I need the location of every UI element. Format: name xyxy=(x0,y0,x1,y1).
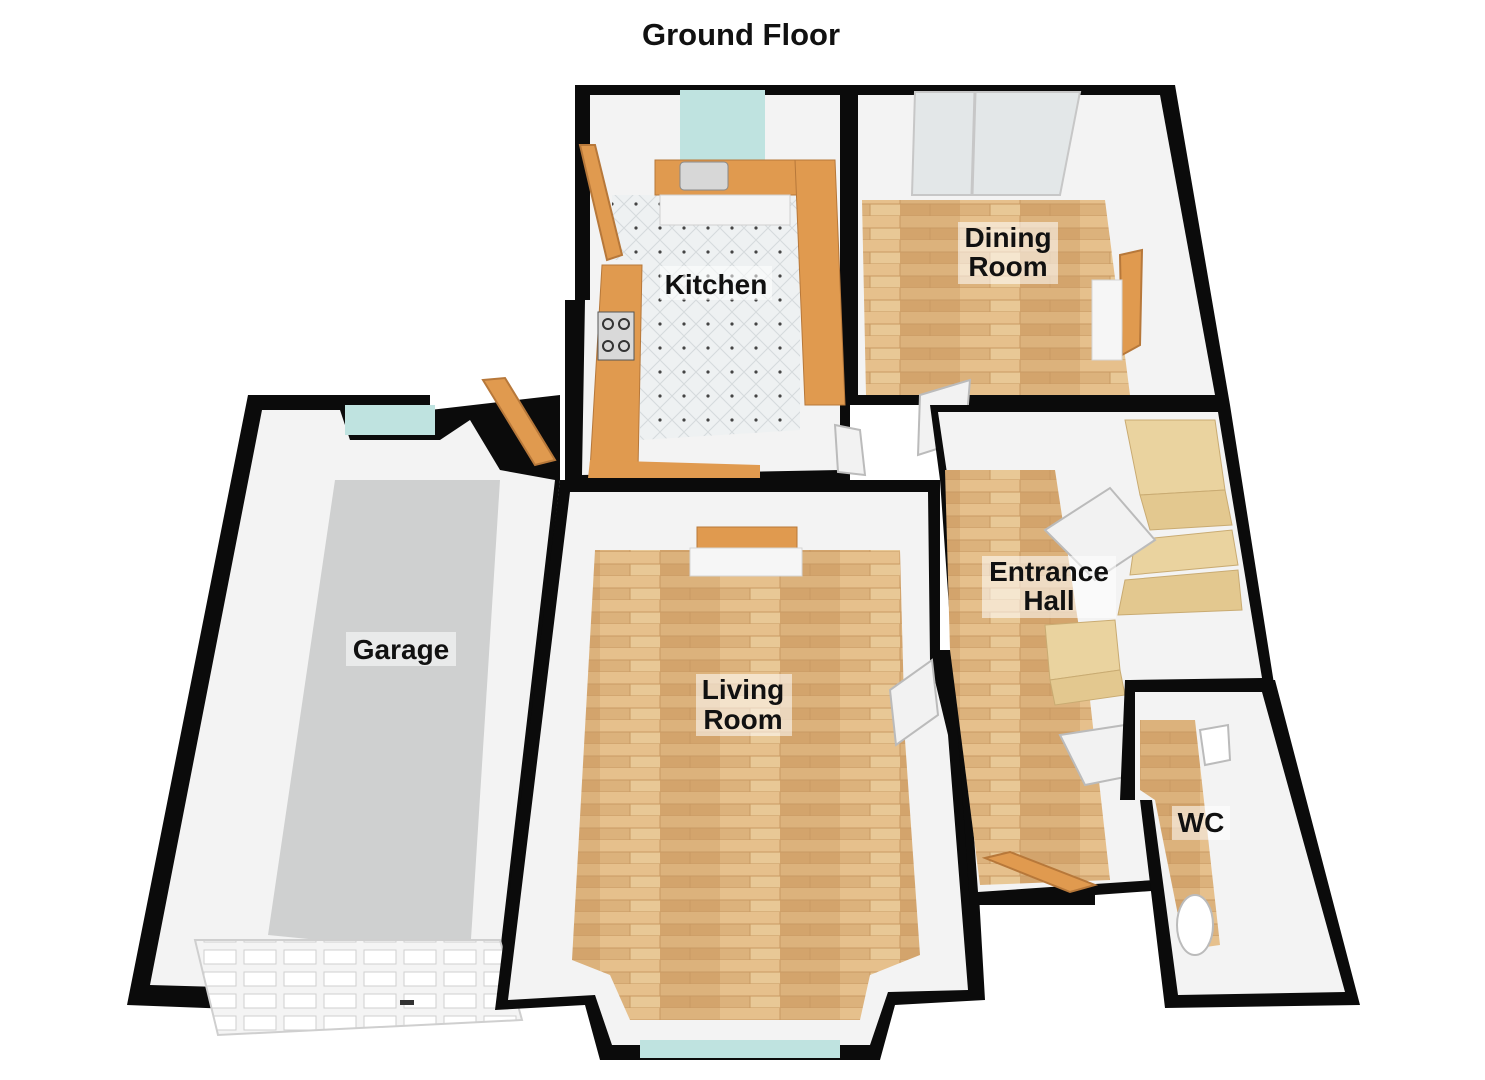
garage-door xyxy=(193,939,524,1037)
garage-floor xyxy=(268,480,500,955)
entrance-label-line-1: Entrance xyxy=(989,556,1109,587)
wc-label: WC xyxy=(1178,807,1225,838)
room-label-wc: WC xyxy=(1172,806,1230,840)
hearth xyxy=(1091,279,1123,361)
garage-window xyxy=(345,405,435,435)
garage xyxy=(127,376,560,1037)
garage-door-handle xyxy=(400,1000,414,1005)
living-room xyxy=(495,480,985,1060)
sink-icon xyxy=(679,161,729,191)
dining-patio-doors xyxy=(910,91,1082,196)
kitchen-back-door xyxy=(578,144,624,262)
entrance-label-line-2: Hall xyxy=(1023,585,1074,616)
room-label-kitchen: Kitchen xyxy=(660,266,772,300)
bay-window xyxy=(640,1040,840,1058)
living-label-line-2: Room xyxy=(703,704,782,735)
kitchen-worktop-right xyxy=(794,159,846,406)
dining-label-line-1: Dining xyxy=(964,222,1051,253)
garage-label: Garage xyxy=(353,634,450,665)
basin-icon xyxy=(1198,723,1232,767)
wc xyxy=(1120,680,1360,1008)
front-door xyxy=(981,850,1099,894)
kitchen-label: Kitchen xyxy=(665,269,768,300)
living-door xyxy=(888,658,940,747)
room-label-garage: Garage xyxy=(346,632,456,666)
kitchen-worktop-bottom xyxy=(588,460,760,478)
kitchen-window xyxy=(680,90,765,160)
dining-label-line-2: Room xyxy=(968,251,1047,282)
dining-floor xyxy=(862,200,1130,395)
fireplace-hearth xyxy=(689,547,803,577)
room-label-dining-room: Dining Room xyxy=(958,222,1058,284)
hob-icon xyxy=(597,311,635,361)
plan-title: Ground Floor xyxy=(642,17,840,52)
garage-side-door xyxy=(481,376,557,467)
kitchen-internal-door xyxy=(833,423,867,477)
kitchen-floor xyxy=(612,195,800,440)
mantelpiece xyxy=(696,526,798,550)
living-floor xyxy=(572,550,920,1020)
kitchen-cupboards xyxy=(659,194,791,226)
fireplace-icon xyxy=(1118,248,1144,357)
room-label-living-room: Living Room xyxy=(696,674,792,736)
room-label-entrance-hall: Entrance Hall xyxy=(982,556,1116,618)
staircase xyxy=(1044,419,1243,706)
toilet-icon xyxy=(1176,894,1214,956)
patio-door-divider xyxy=(970,91,977,196)
living-label-line-1: Living xyxy=(702,674,784,705)
